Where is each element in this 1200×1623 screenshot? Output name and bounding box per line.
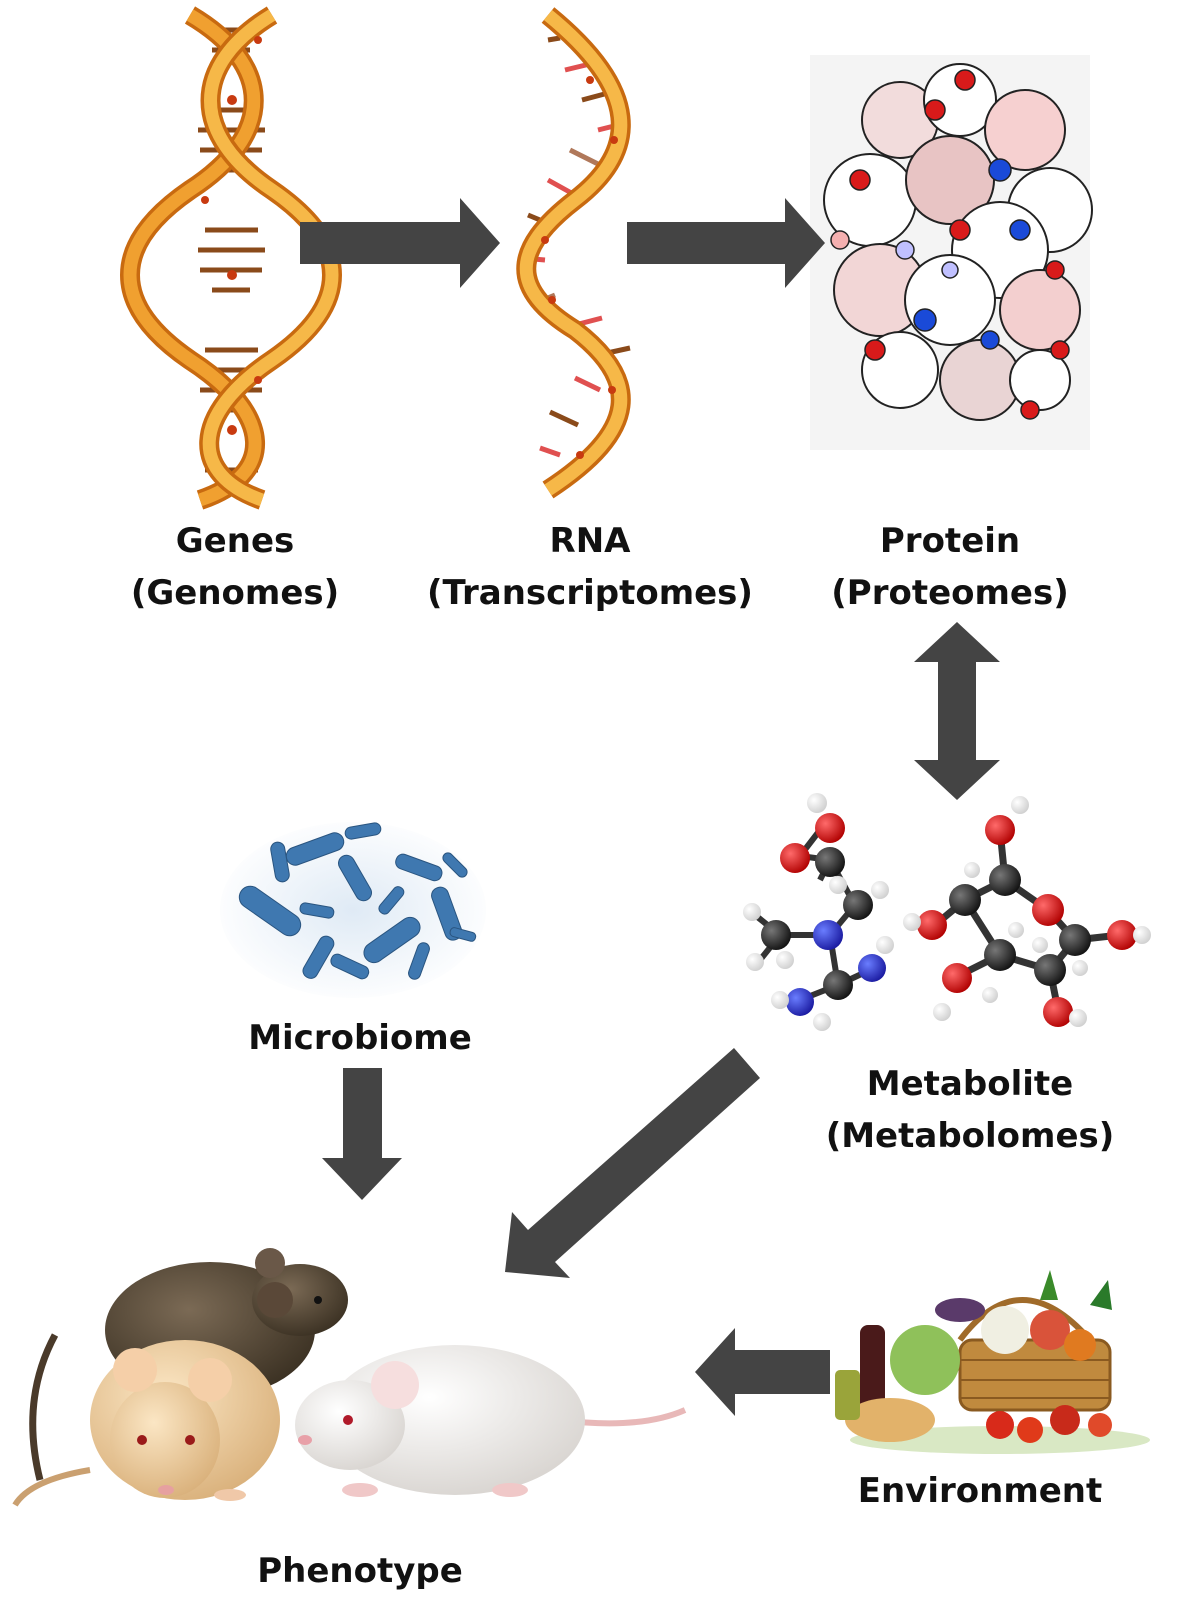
genes-subtitle: (Genomes) — [130, 573, 340, 613]
rna-subtitle: (Transcriptomes) — [427, 573, 753, 613]
phenotype-label: Phenotype — [220, 1545, 500, 1597]
microbiome-label: Microbiome — [220, 1012, 500, 1064]
metabolite-subtitle: (Metabolomes) — [825, 1116, 1115, 1156]
phenotype-title: Phenotype — [257, 1551, 463, 1591]
rna-strand-icon — [516, 7, 631, 499]
protein-label: Protein (Proteomes) — [820, 515, 1080, 619]
genes-label: Genes (Genomes) — [100, 515, 370, 619]
rna-label: RNA (Transcriptomes) — [420, 515, 760, 619]
metabolite-label: Metabolite (Metabolomes) — [820, 1058, 1120, 1162]
protein-subtitle: (Proteomes) — [831, 573, 1069, 613]
protein-molecule-icon — [810, 55, 1093, 450]
food-basket-icon — [835, 1270, 1150, 1454]
arrow-genes-to-rna — [300, 198, 500, 288]
environment-title: Environment — [857, 1471, 1103, 1511]
molecule-models-icon — [743, 793, 1151, 1031]
protein-title: Protein — [879, 521, 1021, 561]
rna-title: RNA — [549, 521, 631, 561]
dna-double-helix-icon — [120, 6, 342, 510]
arrow-metabolite-to-phenotype — [505, 1048, 760, 1278]
metabolite-title: Metabolite — [866, 1064, 1074, 1104]
arrow-microbiome-to-phenotype — [322, 1068, 402, 1200]
arrow-environment-to-phenotype — [695, 1328, 830, 1416]
bacteria-icon — [220, 822, 486, 998]
genes-title: Genes — [175, 521, 295, 561]
environment-label: Environment — [845, 1465, 1115, 1517]
mice-icon — [12, 1248, 687, 1507]
arrow-protein-metabolite — [914, 622, 1000, 800]
microbiome-title: Microbiome — [248, 1018, 472, 1058]
arrow-rna-to-protein — [627, 198, 825, 288]
